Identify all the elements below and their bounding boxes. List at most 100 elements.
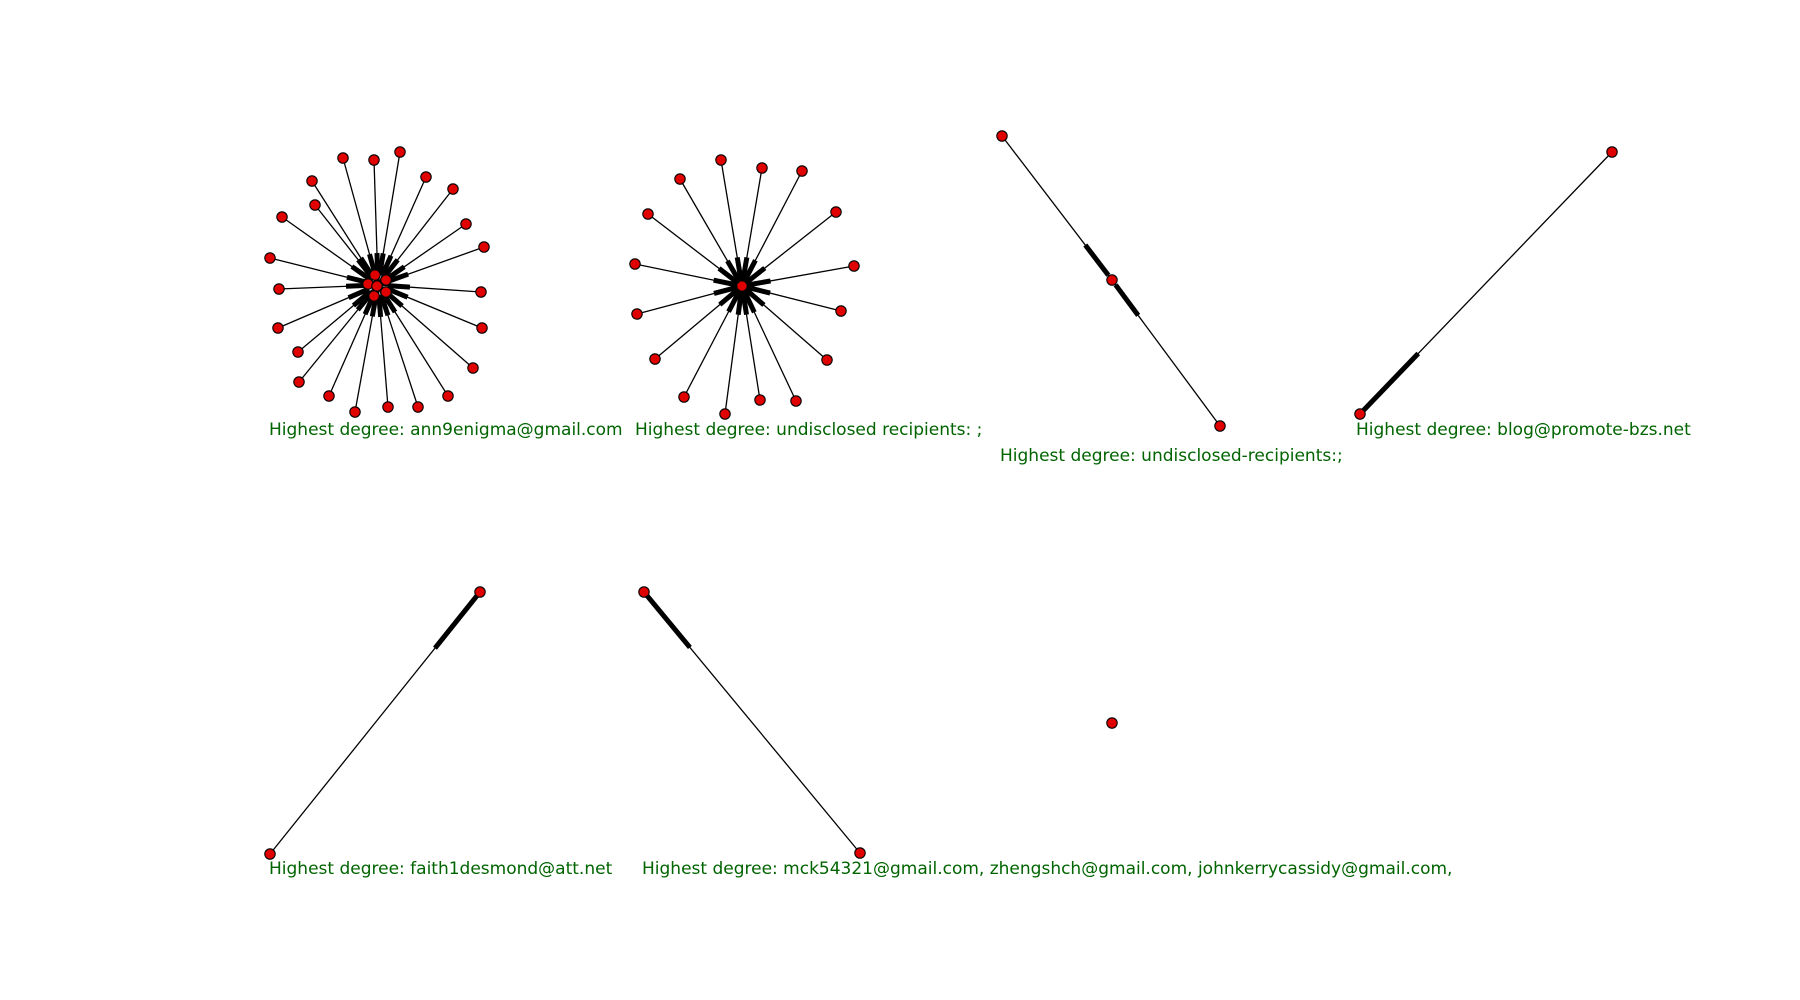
node-p1-leaf-14	[323, 390, 335, 402]
node-p4-0	[1606, 146, 1618, 158]
node-p1-leaf-4	[447, 183, 459, 195]
node-p1-leaf-16	[292, 346, 304, 358]
node-p6-1	[638, 586, 650, 598]
node-p1-leaf-12	[382, 401, 394, 413]
node-p1-leaf-19	[264, 252, 276, 264]
node-p1-leaf-17	[272, 322, 284, 334]
node-p1-leaf-0	[337, 152, 349, 164]
edge-p2-11-arrowhead	[718, 287, 740, 307]
node-p1-leaf-1	[368, 154, 380, 166]
node-p7-0	[1106, 717, 1118, 729]
node-p1-hub-4	[380, 286, 392, 298]
edge-p2-14-arrowhead	[717, 266, 740, 285]
caption-value: ann9enigma@gmail.com	[410, 420, 623, 440]
edge-p1-16-arrowhead	[351, 289, 372, 308]
caption-panel-2: Highest degree: undisclosed recipients: …	[635, 422, 982, 439]
node-p2-leaf-5	[835, 305, 847, 317]
edge-p2-5-arrowhead	[746, 284, 771, 296]
edge-p1-4-arrowhead	[382, 258, 400, 279]
edge-p2-6-arrowhead	[744, 287, 766, 307]
node-p1-leaf-6	[478, 241, 490, 253]
caption-panel-6: Highest degree: mck54321@gmail.com, zhen…	[642, 861, 1452, 878]
edge-p2-12-arrowhead	[713, 284, 738, 296]
caption-prefix: Highest degree:	[269, 420, 411, 440]
node-p1-leaf-15	[293, 376, 305, 388]
node-p2-leaf-7	[790, 395, 802, 407]
node-p2-leaf-6	[821, 354, 833, 366]
caption-panel-5: Highest degree: faith1desmond@att.net	[269, 861, 612, 878]
edge-p1-20-arrowhead	[350, 264, 372, 282]
node-p1-hub-1	[380, 274, 392, 286]
node-p2-leaf-9	[719, 408, 731, 420]
node-p3-2	[1214, 420, 1226, 432]
node-p2-leaf-2	[796, 165, 808, 177]
node-p1-leaf-9	[467, 362, 479, 374]
edge-p3-1-arrowhead	[1113, 283, 1141, 317]
edge-p1-2-arrowhead	[377, 253, 386, 276]
node-p6-0	[854, 847, 866, 859]
node-p1-leaf-3	[420, 171, 432, 183]
edge-p2-0-arrowhead	[734, 256, 744, 282]
edge-p2-4-arrowhead	[746, 278, 771, 288]
node-p2-leaf-4	[848, 260, 860, 272]
node-p2-hub	[736, 280, 748, 292]
node-p2-leaf-1	[756, 162, 768, 174]
edge-p4-0-arrowhead	[1360, 351, 1421, 413]
caption-prefix: Highest degree:	[635, 420, 777, 440]
caption-value: mck54321@gmail.com, zhengshch@gmail.com,…	[783, 859, 1453, 879]
node-p2-leaf-13	[629, 258, 641, 270]
caption-panel-3: Highest degree: undisclosed-recipients:;	[1000, 448, 1343, 465]
edge-p2-10-arrowhead	[726, 289, 742, 313]
node-p2-leaf-10	[678, 391, 690, 403]
node-p3-1	[1106, 274, 1118, 286]
node-p5-1	[474, 586, 486, 598]
edge-p6-0-arrowhead	[644, 593, 692, 650]
edge-p2-7-arrowhead	[741, 289, 757, 314]
node-p2-leaf-8	[754, 394, 766, 406]
node-p4-1	[1354, 408, 1366, 420]
node-p1-leaf-7	[475, 286, 487, 298]
node-p5-0	[264, 848, 276, 860]
caption-prefix: Highest degree:	[1356, 420, 1498, 440]
nodes-layer	[264, 130, 1618, 860]
caption-prefix: Highest degree:	[1000, 446, 1142, 466]
node-p1-leaf-21	[309, 199, 321, 211]
edge-p2-3-arrowhead	[744, 266, 767, 285]
node-p1-leaf-2	[394, 146, 406, 158]
edge-p1-3-arrowhead	[379, 254, 394, 277]
node-p1-leaf-13	[349, 406, 361, 418]
node-p2-leaf-11	[649, 353, 661, 365]
edge-p3-0-arrowhead	[1083, 243, 1111, 277]
node-p2-leaf-14	[642, 208, 654, 220]
node-p2-leaf-0	[715, 154, 727, 166]
node-p2-leaf-15	[674, 173, 686, 185]
caption-panel-4: Highest degree: blog@promote-bzs.net	[1356, 422, 1691, 439]
node-p2-leaf-3	[830, 206, 842, 218]
edge-p5-0-arrowhead	[433, 593, 480, 650]
caption-prefix: Highest degree:	[269, 859, 411, 879]
node-p1-hub-5	[368, 290, 380, 302]
caption-prefix: Highest degree:	[642, 859, 784, 879]
edge-p2-9-arrowhead	[735, 290, 744, 316]
node-p1-leaf-5	[460, 218, 472, 230]
node-p1-hub-0	[369, 269, 381, 281]
caption-value: faith1desmond@att.net	[410, 859, 613, 879]
caption-panel-1: Highest degree: ann9enigma@gmail.com	[269, 422, 623, 439]
edge-p1-17-arrowhead	[347, 286, 370, 300]
node-p1-leaf-8	[476, 322, 488, 334]
node-p1-leaf-22	[306, 175, 318, 187]
node-p1-leaf-18	[273, 283, 285, 295]
edges-layer	[269, 135, 1613, 855]
caption-value: blog@promote-bzs.net	[1497, 420, 1691, 440]
node-p1-leaf-10	[442, 390, 454, 402]
edge-p1-7-arrowhead	[387, 283, 411, 290]
node-p1-leaf-11	[412, 401, 424, 413]
caption-value: undisclosed-recipients:;	[1141, 446, 1343, 466]
edge-p2-2-arrowhead	[742, 259, 758, 283]
edge-p2-13-arrowhead	[713, 277, 738, 288]
edge-p2-1-arrowhead	[740, 256, 750, 282]
edge-p2-15-arrowhead	[725, 259, 742, 283]
node-p1-leaf-20	[276, 211, 288, 223]
node-p1-hub-3	[371, 280, 383, 292]
